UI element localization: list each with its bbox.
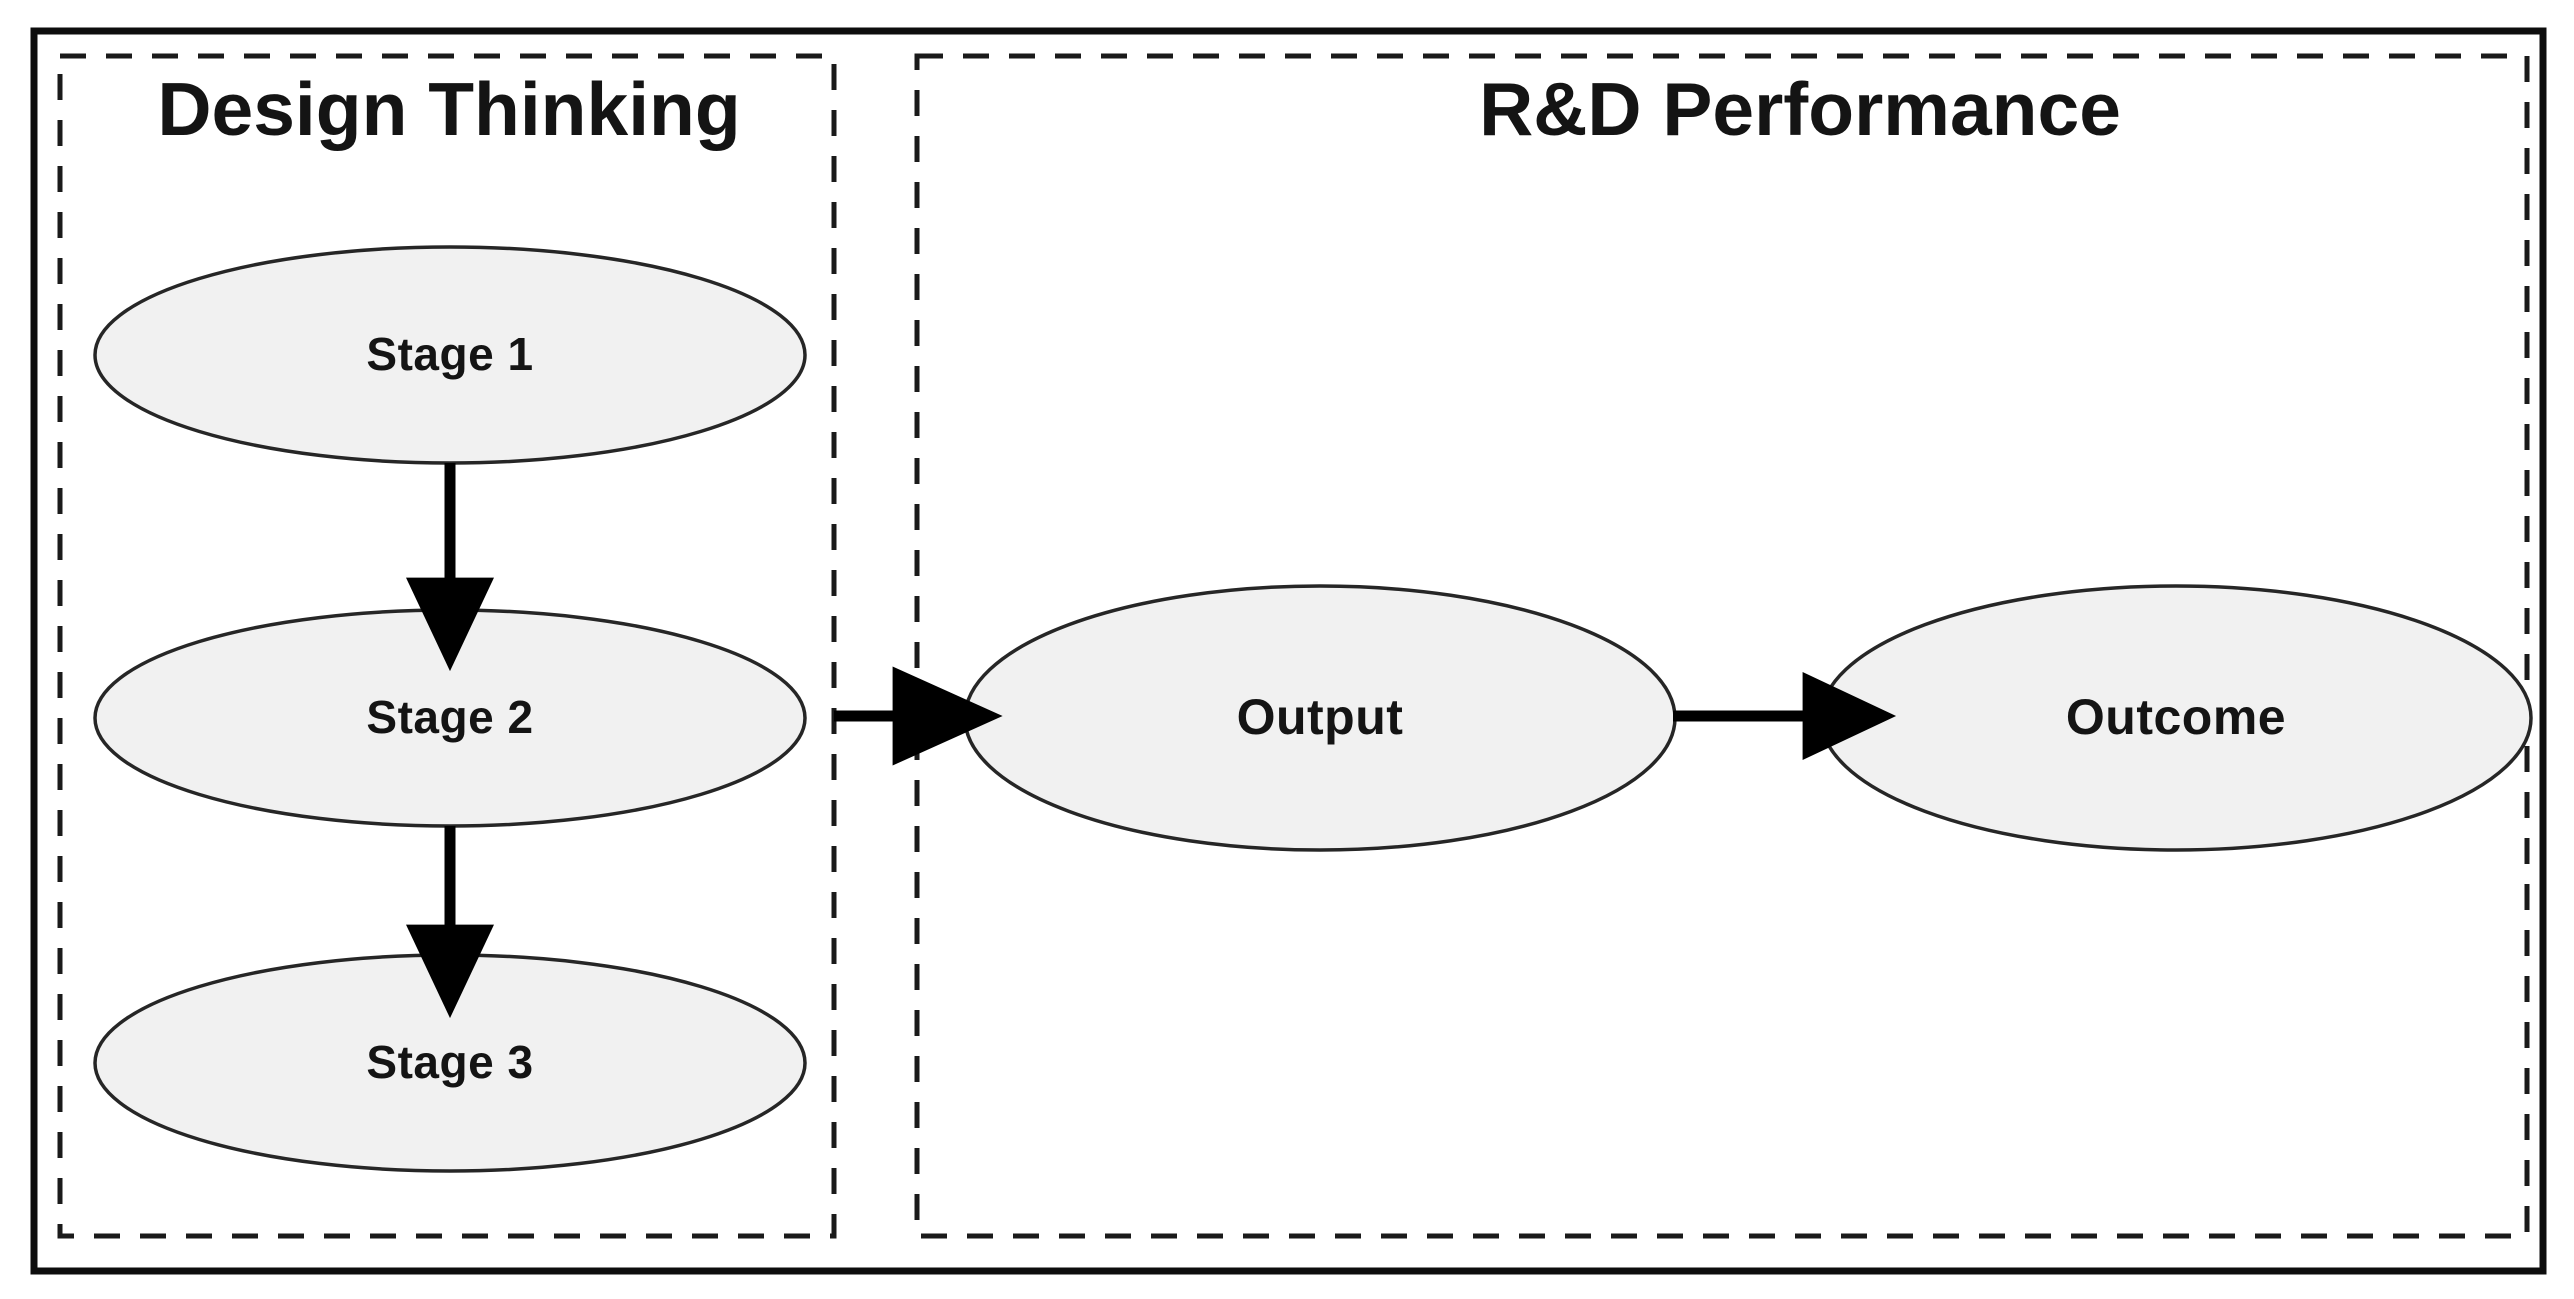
node-label-stage-3: Stage 3	[366, 1036, 533, 1088]
node-label-outcome: Outcome	[2066, 689, 2286, 745]
panel-title-rd-performance: R&D Performance	[1479, 67, 2121, 151]
panel-title-design-thinking: Design Thinking	[157, 67, 740, 151]
panel-rd-performance	[914, 53, 2530, 1239]
node-label-stage-2: Stage 2	[366, 691, 533, 743]
outer-frame	[30, 27, 2547, 1275]
panel-design-thinking	[57, 53, 837, 1239]
node-label-stage-1: Stage 1	[366, 328, 533, 380]
node-label-output: Output	[1237, 689, 1404, 745]
